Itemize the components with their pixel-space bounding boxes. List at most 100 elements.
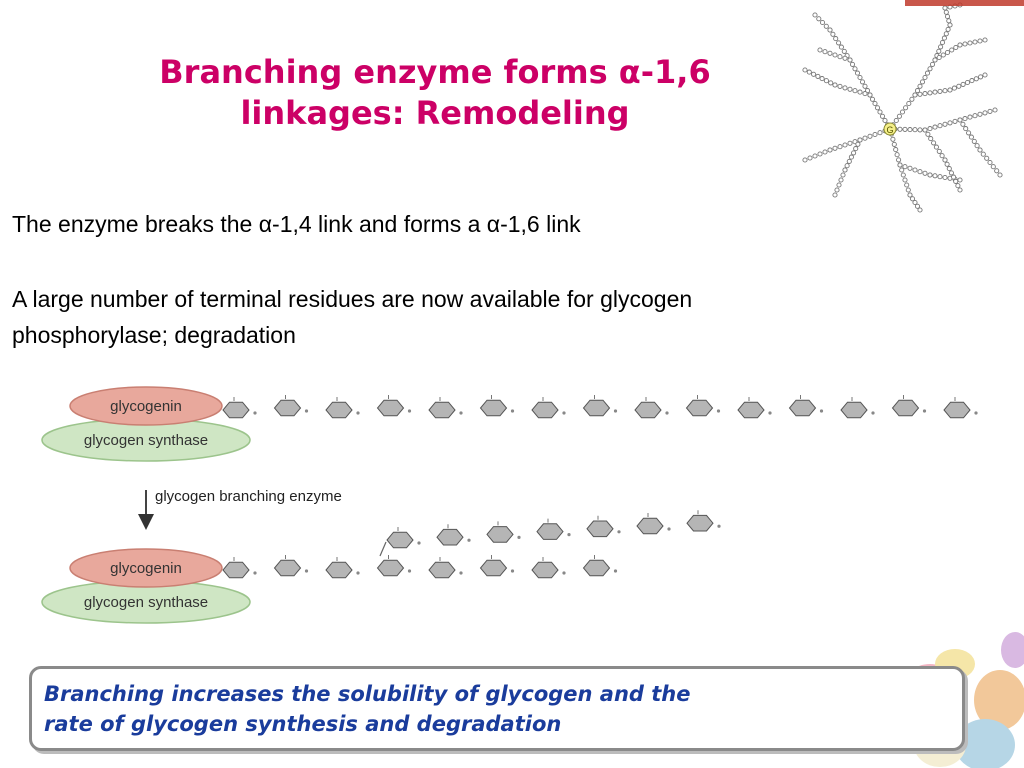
glucose-bead xyxy=(951,85,957,91)
glucose-bead xyxy=(874,105,881,111)
reaction-arrow-head xyxy=(138,514,154,530)
glucose-bead xyxy=(932,57,938,63)
body-text-line-2: A large number of terminal residues are … xyxy=(12,286,693,312)
glucose-bead xyxy=(957,42,963,48)
glucose-bead xyxy=(943,31,949,37)
glucose-bead xyxy=(943,9,949,15)
glucose-bead xyxy=(977,147,983,153)
glucose-residue xyxy=(436,524,471,546)
glucose-bead xyxy=(932,124,938,130)
glucose-bead xyxy=(940,52,946,58)
glucose-bead xyxy=(857,89,863,95)
glucose-bead xyxy=(896,157,902,163)
glucose-residue xyxy=(582,395,618,417)
glucose-bead xyxy=(967,114,973,120)
glucose-bead xyxy=(942,88,948,94)
glucose-bead xyxy=(846,158,852,164)
glucose-chain-branch-after xyxy=(386,510,721,549)
decor-egg-orange xyxy=(974,670,1024,730)
glucose-bead xyxy=(980,151,986,157)
glucose-residue xyxy=(325,397,360,419)
glucose-bead xyxy=(937,123,943,129)
glucose-bead xyxy=(823,78,829,84)
glucose-bead xyxy=(852,88,858,94)
glucose-bead xyxy=(848,154,854,160)
glucose-bead xyxy=(832,52,838,58)
glucose-bead xyxy=(942,121,948,127)
glucose-bead xyxy=(840,172,846,178)
glucose-bead xyxy=(971,138,977,144)
glucose-bead xyxy=(806,69,812,75)
glucose-bead xyxy=(897,162,903,168)
glucose-residue xyxy=(376,395,412,417)
glucose-bead xyxy=(972,113,978,119)
glucose-bead xyxy=(893,147,899,153)
glucose-bead xyxy=(945,26,951,32)
glucose-bead xyxy=(936,48,942,54)
summary-text: Branching increases the solubility of gl… xyxy=(44,679,690,739)
glucose-residue xyxy=(634,397,669,419)
glucose-bead xyxy=(819,76,825,82)
glucose-bead xyxy=(879,113,886,119)
glucose-bead xyxy=(932,173,938,179)
glucose-bead xyxy=(977,38,983,44)
glucose-bead xyxy=(872,131,878,138)
glucose-bead xyxy=(893,117,899,124)
glucose-bead xyxy=(987,108,993,114)
glucose-bead xyxy=(914,203,921,209)
glucose-residue xyxy=(536,518,571,540)
glucose-bead xyxy=(812,153,818,159)
glucose-bead xyxy=(967,40,973,46)
glucose-bead xyxy=(977,111,983,117)
glucose-bead xyxy=(827,27,833,33)
glycogenin-ellipse xyxy=(69,386,223,426)
glucose-bead xyxy=(947,87,953,93)
glucose-bead xyxy=(931,140,937,146)
glucose-bead xyxy=(832,82,838,88)
glucose-bead xyxy=(944,49,951,56)
glucose-residue xyxy=(273,395,309,417)
glucose-bead xyxy=(882,117,888,124)
glycogen-structure-graphic: G xyxy=(802,2,1003,213)
glycogen-synthase-label: glycogen synthase xyxy=(84,432,208,449)
glucose-bead xyxy=(855,141,861,147)
glucose-bead xyxy=(917,169,923,175)
glucose-bead xyxy=(823,23,829,29)
glucose-bead xyxy=(960,121,966,127)
glucose-bead xyxy=(907,127,913,133)
glucose-bead xyxy=(909,196,916,202)
glucose-bead xyxy=(904,182,910,188)
glucose-bead xyxy=(837,144,843,150)
glucose-bead xyxy=(877,130,883,136)
glucose-bead xyxy=(857,137,863,143)
glucose-bead xyxy=(838,177,844,183)
glucose-bead xyxy=(811,71,817,77)
glucose-bead xyxy=(859,79,866,85)
glucose-bead xyxy=(949,47,955,53)
glucose-bead xyxy=(830,31,836,37)
glucose-bead xyxy=(987,159,993,166)
glucose-residue xyxy=(428,397,463,419)
glucose-bead xyxy=(912,92,918,98)
glucose-residue xyxy=(376,555,412,577)
glucose-bead xyxy=(997,172,1003,178)
glucose-bead xyxy=(914,88,921,94)
glucose-residue xyxy=(586,515,621,538)
glucose-bead xyxy=(817,151,823,157)
glucose-bead xyxy=(922,170,928,176)
glucose-bead xyxy=(936,148,942,154)
glucose-bead xyxy=(963,126,969,132)
glucose-bead xyxy=(815,73,821,79)
glucose-bead xyxy=(844,163,850,169)
body-text-line-3: phosphorylase; degradation xyxy=(12,322,296,348)
glucose-bead xyxy=(837,83,843,89)
glucose-bead xyxy=(939,153,945,159)
glucose-bead xyxy=(947,120,953,126)
summary-callout-box: Branching increases the solubility of gl… xyxy=(29,666,965,751)
glucose-bead xyxy=(917,127,923,133)
glucose-bead xyxy=(946,166,952,172)
glucose-bead xyxy=(902,164,908,170)
glucose-bead xyxy=(833,36,839,42)
glucose-chain-before xyxy=(222,395,978,419)
glucose-residue xyxy=(582,555,618,577)
